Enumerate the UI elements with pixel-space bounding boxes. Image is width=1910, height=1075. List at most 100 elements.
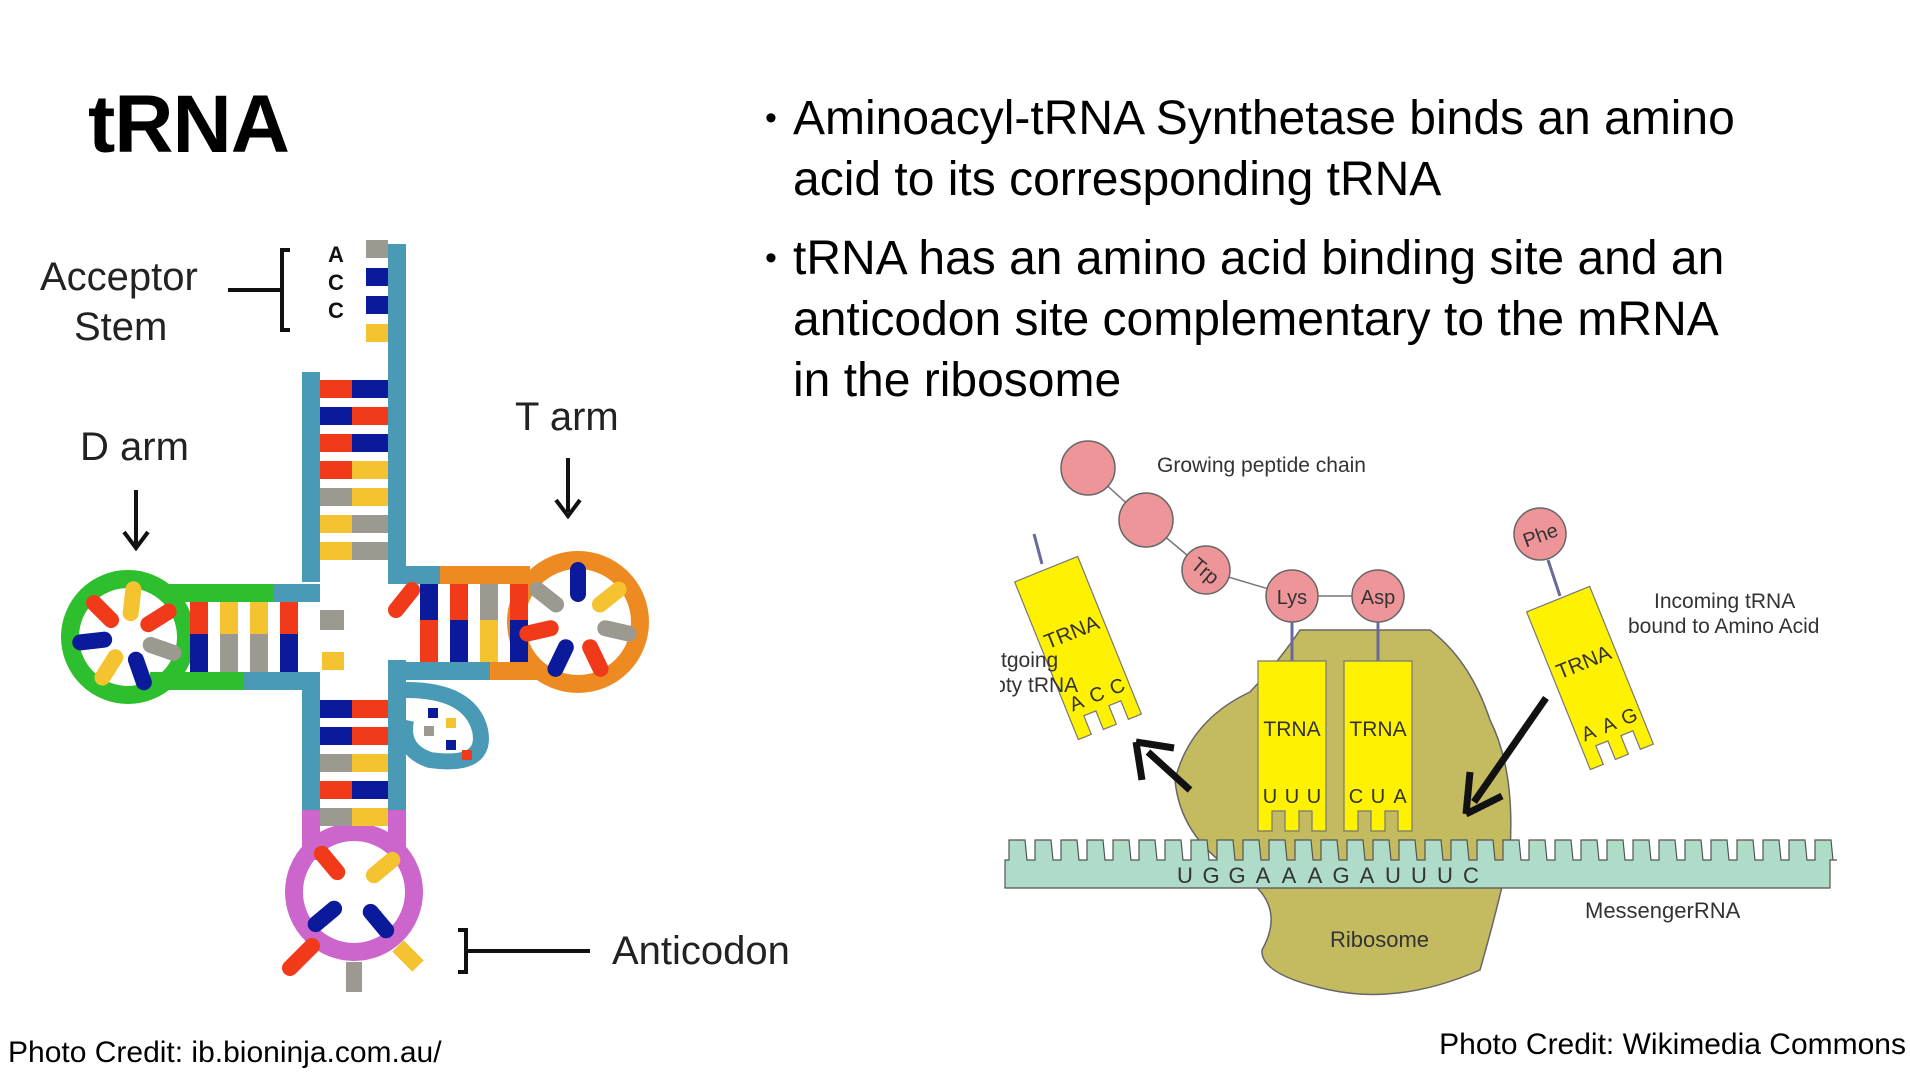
mrna-base: G: [1228, 863, 1245, 888]
acceptor-base: A: [328, 242, 344, 267]
arrow-shaft: [1471, 696, 1549, 804]
anticodon-base: [282, 938, 320, 976]
trna-cloverleaf-diagram: Acceptor Stem A C C D arm T arm Anticodo…: [40, 240, 790, 992]
loop-base: [127, 651, 152, 691]
nucleotide-base: [352, 461, 388, 479]
loop-base: [86, 595, 120, 629]
bullet-glyph: •: [765, 239, 777, 277]
arrow-head: [1132, 738, 1175, 781]
d-stem-strand: [168, 584, 274, 602]
nucleotide-base: [420, 620, 438, 662]
messenger-rna-label: MessengerRNA: [1585, 898, 1741, 923]
nucleotide-base: [320, 461, 356, 479]
nucleotide-base: [320, 754, 356, 772]
mrna-base: A: [1308, 863, 1323, 888]
amino-acid-bead: [1118, 492, 1174, 548]
trna-linker: [1032, 533, 1044, 565]
loop-base: [313, 845, 346, 881]
nucleotide-base: [320, 781, 356, 799]
loop-base: [94, 649, 124, 686]
nucleotide-base: [352, 515, 388, 533]
nucleotide-base: [320, 488, 356, 506]
nucleotide-base: [366, 324, 388, 342]
incoming-label: Incoming tRNA: [1654, 590, 1795, 613]
loop-base: [140, 603, 177, 633]
backbone-segment: [272, 584, 320, 602]
nucleotide-base: [320, 700, 356, 718]
acceptor-bracket: [280, 248, 290, 332]
nucleotide-base: [366, 268, 388, 286]
nucleotide-base: [352, 434, 388, 452]
nucleotide-base: [352, 727, 388, 745]
mrna-base: A: [1360, 863, 1375, 888]
growing-chain-label: Growing peptide chain: [1157, 454, 1366, 477]
backbone-segment: [388, 244, 406, 584]
anticodon-label: Anticodon: [612, 929, 790, 973]
nucleotide-base: [480, 620, 498, 662]
amino-acid-phe: [1513, 507, 1567, 561]
loop-base: [365, 851, 401, 884]
arrow-shaft: [1145, 749, 1193, 793]
trna-bases: [72, 240, 637, 992]
loop-base: [582, 639, 609, 677]
junction-base: [388, 582, 420, 618]
t-arm-label: T arm: [515, 395, 619, 439]
nucleotide-base: [352, 700, 388, 718]
d-loop: [61, 570, 195, 704]
bullet-line: acid to its corresponding tRNA: [793, 153, 1442, 206]
mrna-base: G: [1332, 863, 1349, 888]
variable-loop-base: [462, 750, 472, 760]
nucleotide-base: [280, 634, 298, 672]
anticodon-base: U: [1307, 786, 1321, 808]
nucleotide-base: [450, 620, 468, 662]
loop-base: [529, 581, 565, 613]
trna-body: [1525, 585, 1655, 771]
variable-loop-base: [424, 726, 434, 736]
variable-loop: [397, 682, 489, 770]
nucleotide-base: [250, 602, 268, 638]
nucleotide-base: [450, 584, 468, 624]
photo-credit-left: Photo Credit: ib.bioninja.com.au/: [8, 1036, 442, 1069]
loop-base: [547, 639, 574, 677]
anticodon-base: C: [1349, 786, 1363, 808]
loop-base: [142, 636, 182, 661]
amino-acid-asp-label: Asp: [1361, 587, 1395, 609]
nucleotide-base: [320, 542, 356, 560]
outgoing-label: Outgoing: [1000, 649, 1058, 672]
backbone-segment: [388, 660, 406, 820]
outgoing-label: empty tRNA: [1000, 674, 1078, 697]
trna-label: TRNA: [1349, 718, 1406, 741]
t-stem-strand: [440, 566, 530, 584]
nucleotide-base: [190, 602, 208, 638]
trna-label: TRNA: [1263, 718, 1320, 741]
loop-base: [519, 620, 559, 642]
bullet-line: anticodon site complementary to the mRNA: [793, 293, 1719, 346]
nucleotide-base: [220, 634, 238, 672]
variable-loop-base: [428, 708, 438, 718]
amino-acid-trp: [1181, 545, 1231, 595]
backbone-segment: [302, 672, 320, 822]
mrna-backbone: [1004, 839, 1837, 889]
nucleotide-base: [320, 434, 356, 452]
mrna-base: A: [1282, 863, 1297, 888]
loop-base: [597, 620, 637, 642]
loop-base: [72, 631, 113, 651]
variable-loop-base: [446, 740, 456, 750]
nucleotide-base: [420, 584, 438, 624]
backbone-segment: [400, 662, 496, 680]
acceptor-base: C: [328, 270, 344, 295]
nucleotide-base: [480, 584, 498, 624]
bullet-list: • Aminoacyl-tRNA Synthetase binds an ami…: [765, 88, 1885, 429]
bullet-item: • Aminoacyl-tRNA Synthetase binds an ami…: [765, 88, 1885, 210]
slide-title: tRNA: [88, 79, 290, 170]
anticodon-base: A: [1393, 786, 1407, 808]
bullet-line: in the ribosome: [793, 354, 1122, 407]
junction-base: [322, 652, 344, 670]
loop-base: [591, 581, 627, 613]
acceptor-stem-label: Acceptor: [40, 255, 198, 299]
